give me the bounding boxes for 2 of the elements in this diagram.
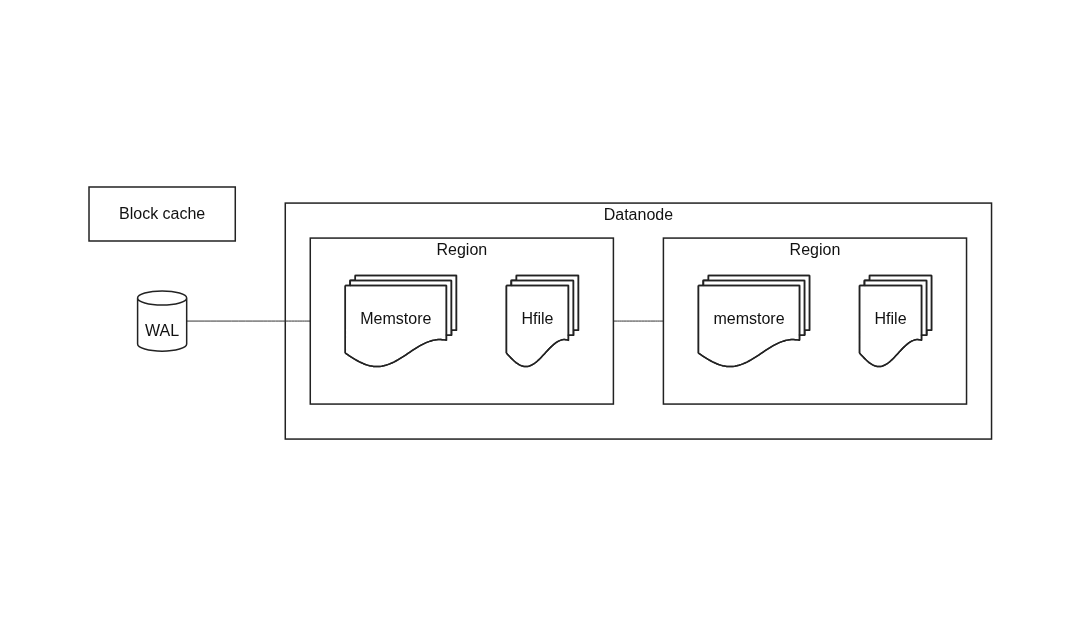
connector [186,321,311,323]
node-box: Block cache [88,186,237,243]
